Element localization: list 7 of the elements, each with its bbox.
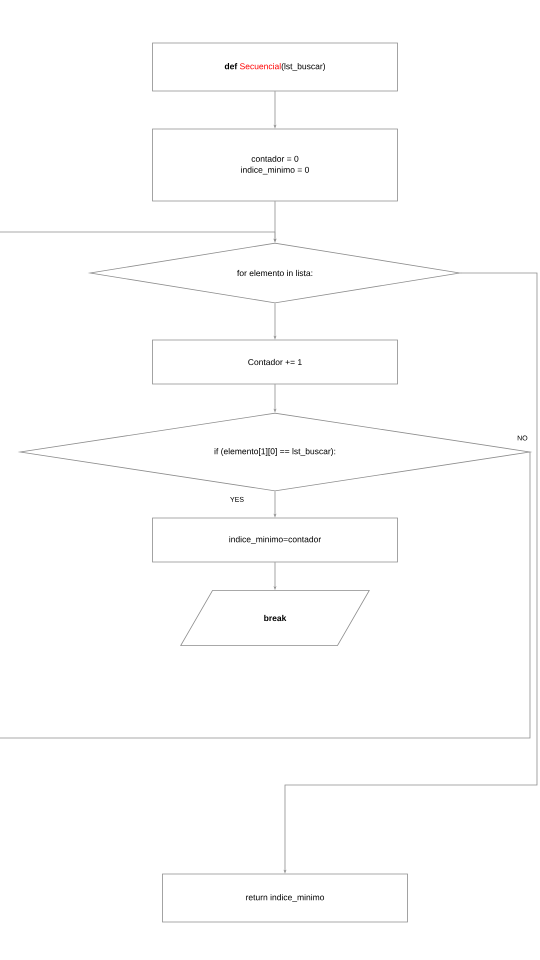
process-box: return indice_minimo bbox=[162, 874, 408, 922]
process-box: Contador += 1 bbox=[152, 340, 398, 384]
process-box: def Secuencial(lst_buscar) bbox=[152, 42, 398, 92]
arrow bbox=[0, 232, 531, 738]
process-box: indice_minimo=contador bbox=[152, 518, 398, 562]
io-parallelogram: break bbox=[180, 590, 370, 646]
process-box: contador = 0 indice_minimo = 0 bbox=[152, 128, 398, 202]
